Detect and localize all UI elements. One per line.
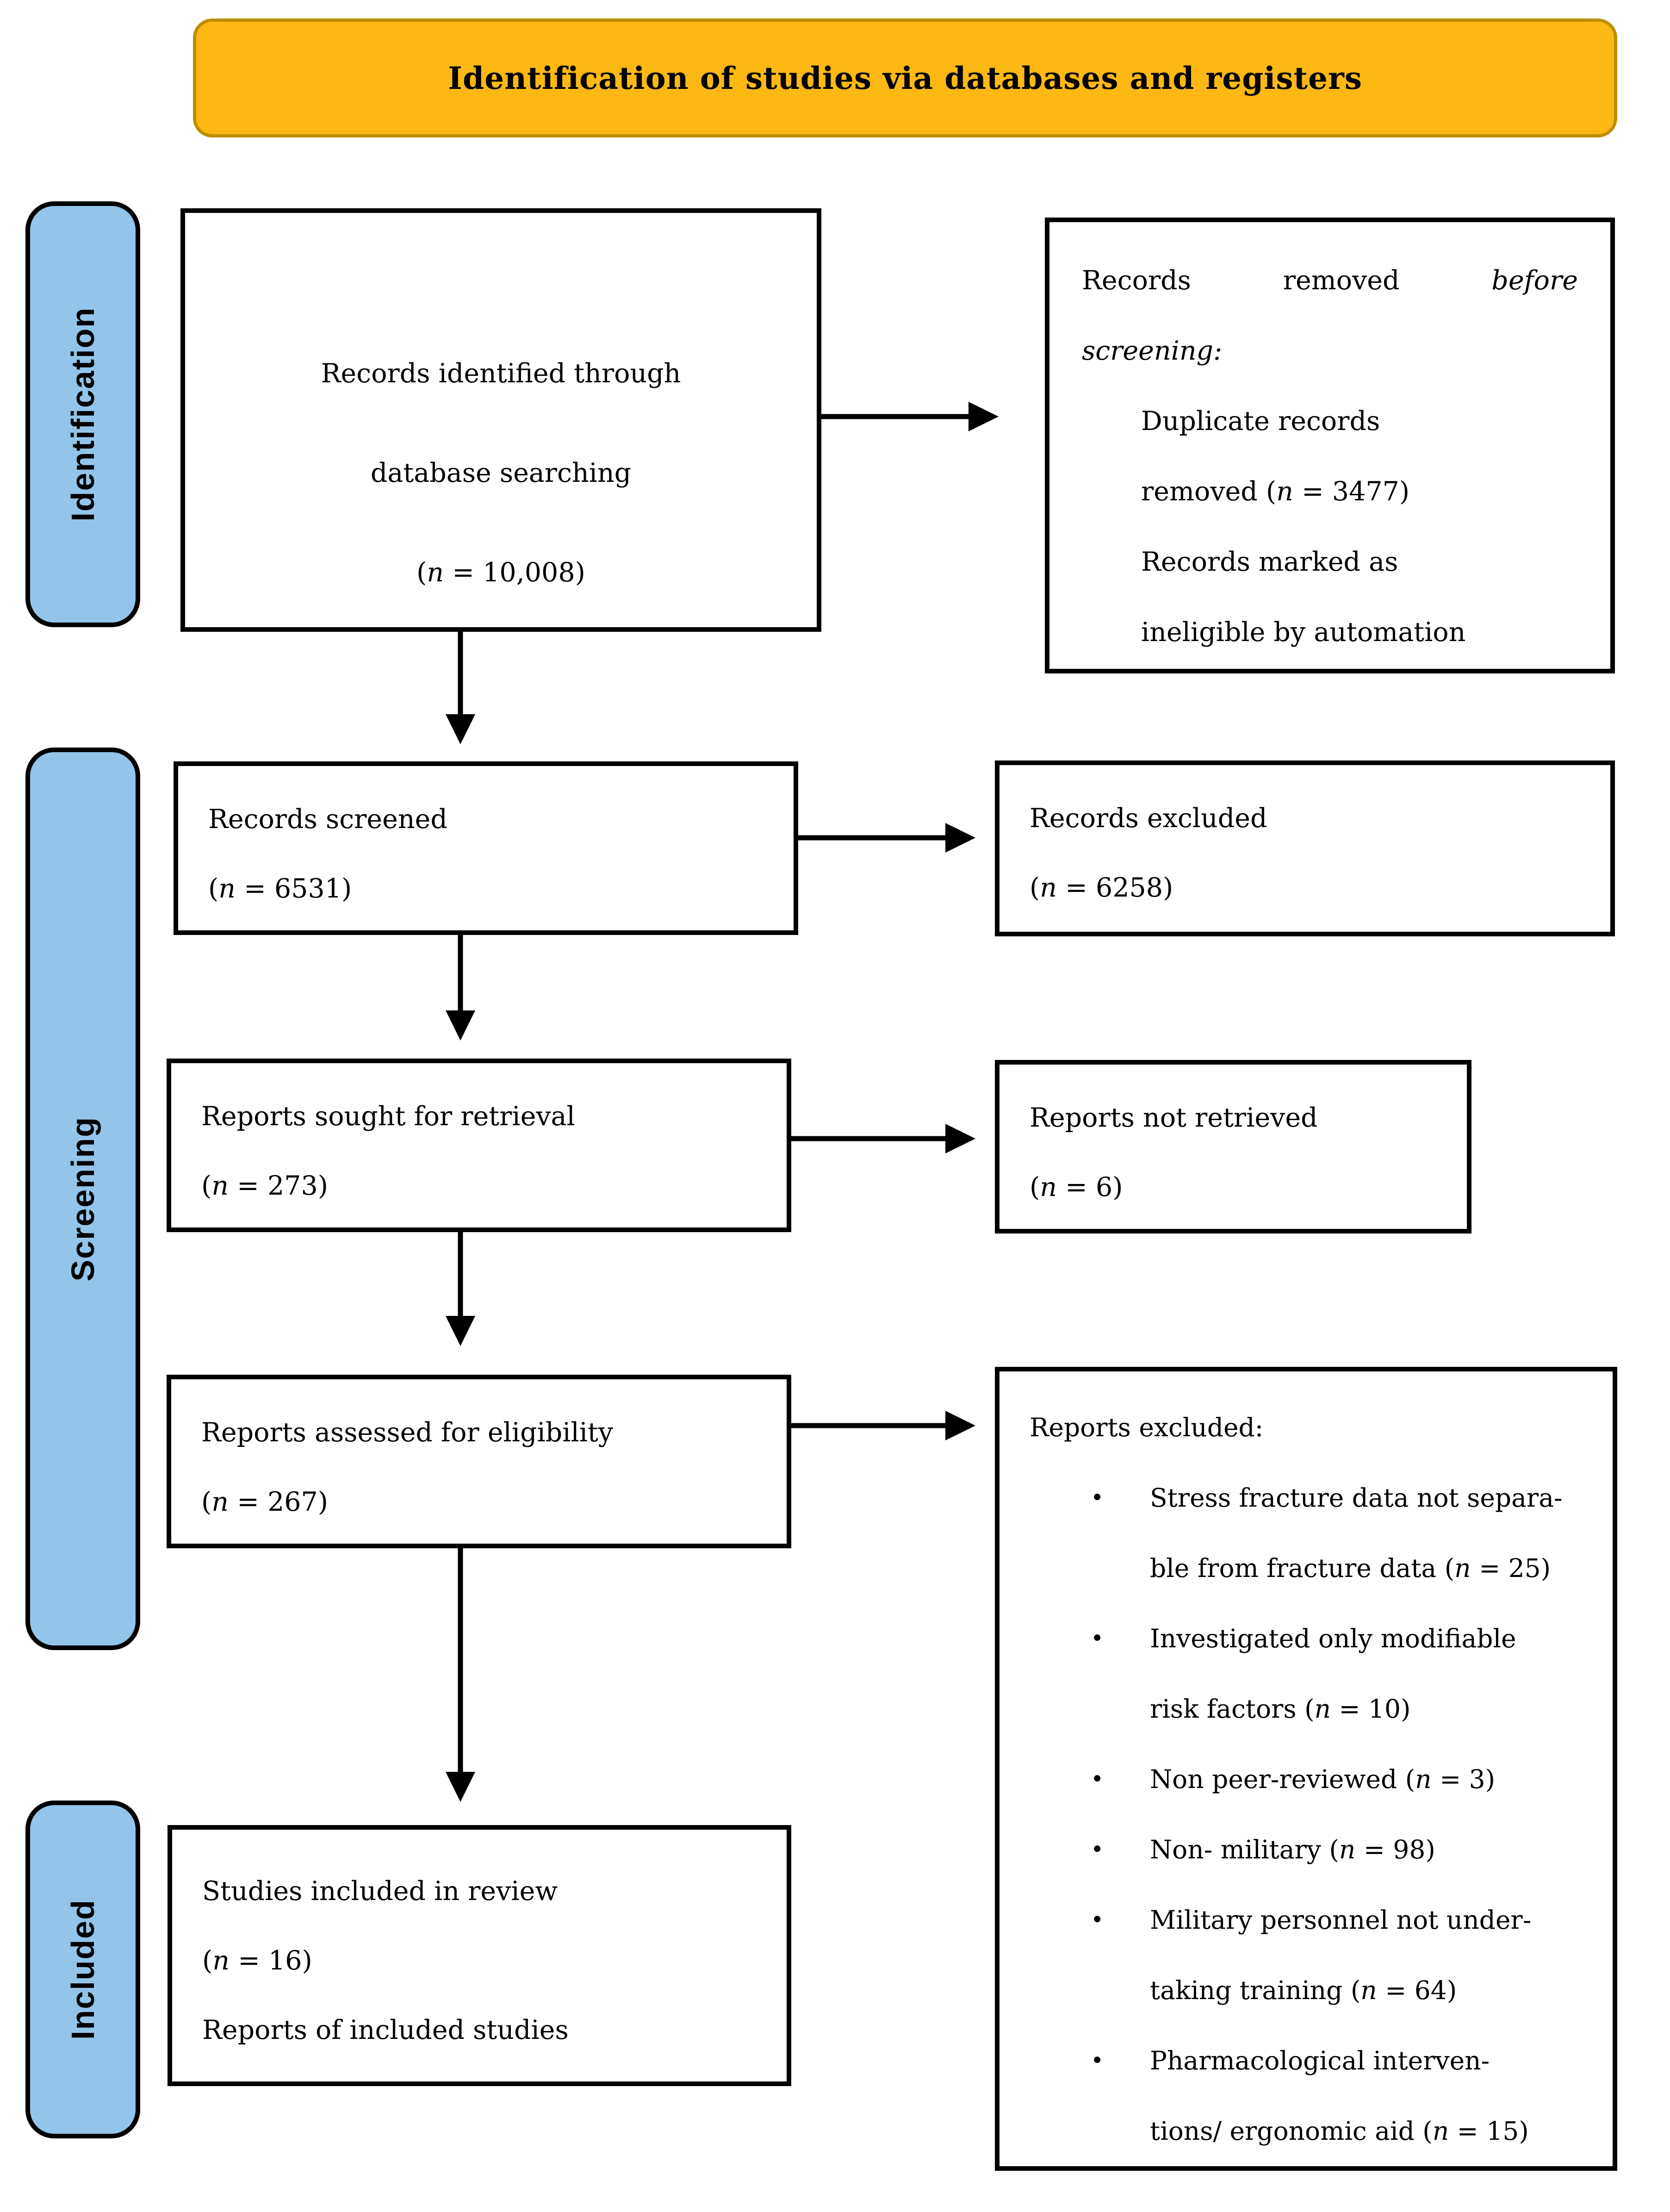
header-title: Identification of studies via databases … [448,60,1362,96]
box-reports-not-retrieved-text: Reports not retrieved (n = 6) [1030,1083,1437,1222]
text-line: (n = 6258) [1030,872,1173,903]
text-line: (n = 6531) [208,873,352,904]
arrow-identified-to-screened [446,630,475,744]
records-removed-line2: screening: [1082,336,1223,366]
records-removed-line1: Records removed before [1082,245,1578,316]
text-line: Studies included in review [202,1876,558,1907]
arrow-sought-to-not-retrieved [790,1124,975,1153]
stage-included-label: Included [65,1899,101,2040]
bullet-icon: • [1091,1766,1104,1792]
text-line: Reports of included studies [202,2015,569,2045]
box-reports-assessed-text: Reports assessed for eligibility (n = 267… [201,1398,757,1537]
bullet-text: Stress fracture data not separa-ble from… [1150,1463,1587,1603]
arrow-assessed-to-excluded-reasons [790,1411,975,1440]
text-line: Records identified through [321,358,681,389]
bullet-item: • Military personnel not under-taking tra… [1030,1885,1587,2025]
text-line: Duplicate records [1141,406,1380,436]
text-line: Non- military (n = 98) [1150,1835,1435,1864]
box-reports-excluded-reasons: Reports excluded: • Stress fracture data … [995,1367,1617,2171]
arrow-identified-to-removed [819,402,999,431]
text-line: ineligible by automation [1141,617,1466,648]
bullet-icon: • [1091,1485,1104,1511]
box-records-excluded: Records excluded (n = 6258) [995,760,1615,936]
box-studies-included-text: Studies included in review (n = 16) Report… [202,1857,757,2065]
stage-identification: Identification [25,201,140,627]
text-line: database searching [370,458,632,488]
text-line: tions/ ergonomic aid (n = 15) [1150,2116,1529,2146]
bullet-item: • Non peer-reviewed (n = 3) [1030,1744,1587,1814]
box-records-excluded-text: Records excluded (n = 6258) [1030,784,1580,922]
bullet-icon: • [1091,1837,1104,1863]
bullet-item: • Pharmacological interven-tions/ ergonom… [1030,2025,1587,2166]
arrow-sought-to-assessed [446,1230,475,1346]
stage-screening: Screening [25,748,140,1650]
text-line: risk factors (n = 10) [1150,1694,1411,1724]
header-banner: Identification of studies via databases … [193,19,1617,137]
box-studies-included: Studies included in review (n = 16) Report… [168,1825,791,2086]
bullet-text: Investigated only modifiable risk factors… [1150,1603,1587,1744]
arrow-screened-to-sought [446,934,475,1041]
bullet-item: • Investigated only modifiable risk factor… [1030,1603,1587,1744]
box-records-identified-text: Records identified through database searc… [185,324,817,623]
arrow-assessed-to-included [446,1548,475,1802]
text-line: (n = 16) [202,1945,312,1976]
text-line: Records excluded [1030,803,1267,834]
bullet-icon: • [1091,2048,1104,2074]
text-line: Reports not retrieved [1030,1103,1318,1133]
bullet-item: • Non- military (n = 98) [1030,1814,1587,1885]
bullet-icon: • [1091,1907,1104,1933]
box-records-identified: Records identified through database searc… [180,208,821,632]
box-reports-sought: Reports sought for retrieval (n = 273) [167,1059,791,1232]
stage-identification-label: Identification [65,307,101,522]
text-line: Pharmacological interven- [1150,2046,1490,2075]
bullet-text: Pharmacological interven-tions/ ergonomi… [1150,2025,1587,2166]
box-records-removed-before-screening: Records removed before screening: Duplicat… [1045,218,1615,673]
bullet-text: Military personnel not under-taking trai… [1150,1885,1587,2025]
text-line: (n = 6) [1030,1172,1123,1203]
box-reports-sought-text: Reports sought for retrieval (n = 273) [201,1082,757,1221]
word: before [1491,265,1578,296]
box-records-screened-text: Records screened (n = 6531) [208,785,764,923]
word: Records [1082,265,1191,296]
bullet-item: • Stress fracture data not separa-ble fro… [1030,1463,1587,1603]
text-line: Reports assessed for eligibility [201,1417,614,1448]
text-line: Records screened [208,804,447,835]
text-line: Records marked as [1141,547,1398,577]
records-removed-details: Duplicate records removed (n = 3477) Recor… [1082,386,1578,667]
word: removed [1283,265,1400,296]
box-reports-assessed: Reports assessed for eligibility (n = 267… [167,1375,791,1548]
stage-screening-label: Screening [65,1116,101,1282]
text-line: removed (n = 3477) [1141,476,1410,507]
text-line: (n = 10,008) [416,557,585,588]
arrow-screened-to-excluded [797,823,975,853]
text-line: Military personnel not under- [1150,1905,1532,1935]
reports-excluded-title: Reports excluded: [1030,1413,1264,1442]
text-line: Reports sought for retrieval [201,1101,575,1132]
bullet-icon: • [1091,1626,1104,1651]
text-line: Stress fracture data not separa- [1150,1483,1563,1513]
text-line: Non peer-reviewed (n = 3) [1150,1764,1496,1794]
text-line: taking training (n = 64) [1150,1975,1457,2005]
reports-excluded-bullet-list: • Stress fracture data not separa-ble fro… [1030,1463,1587,2166]
bullet-text: Non peer-reviewed (n = 3) [1150,1744,1587,1814]
text-line: (n = 267) [201,1487,328,1517]
text-line: (n = 273) [201,1171,328,1201]
box-reports-not-retrieved: Reports not retrieved (n = 6) [995,1060,1471,1234]
text-line: Investigated only modifiable [1150,1624,1516,1653]
box-records-screened: Records screened (n = 6531) [174,761,798,935]
text-line: ble from fracture data (n = 25) [1150,1553,1551,1583]
bullet-text: Non- military (n = 98) [1150,1814,1587,1885]
stage-included: Included [25,1801,140,2138]
